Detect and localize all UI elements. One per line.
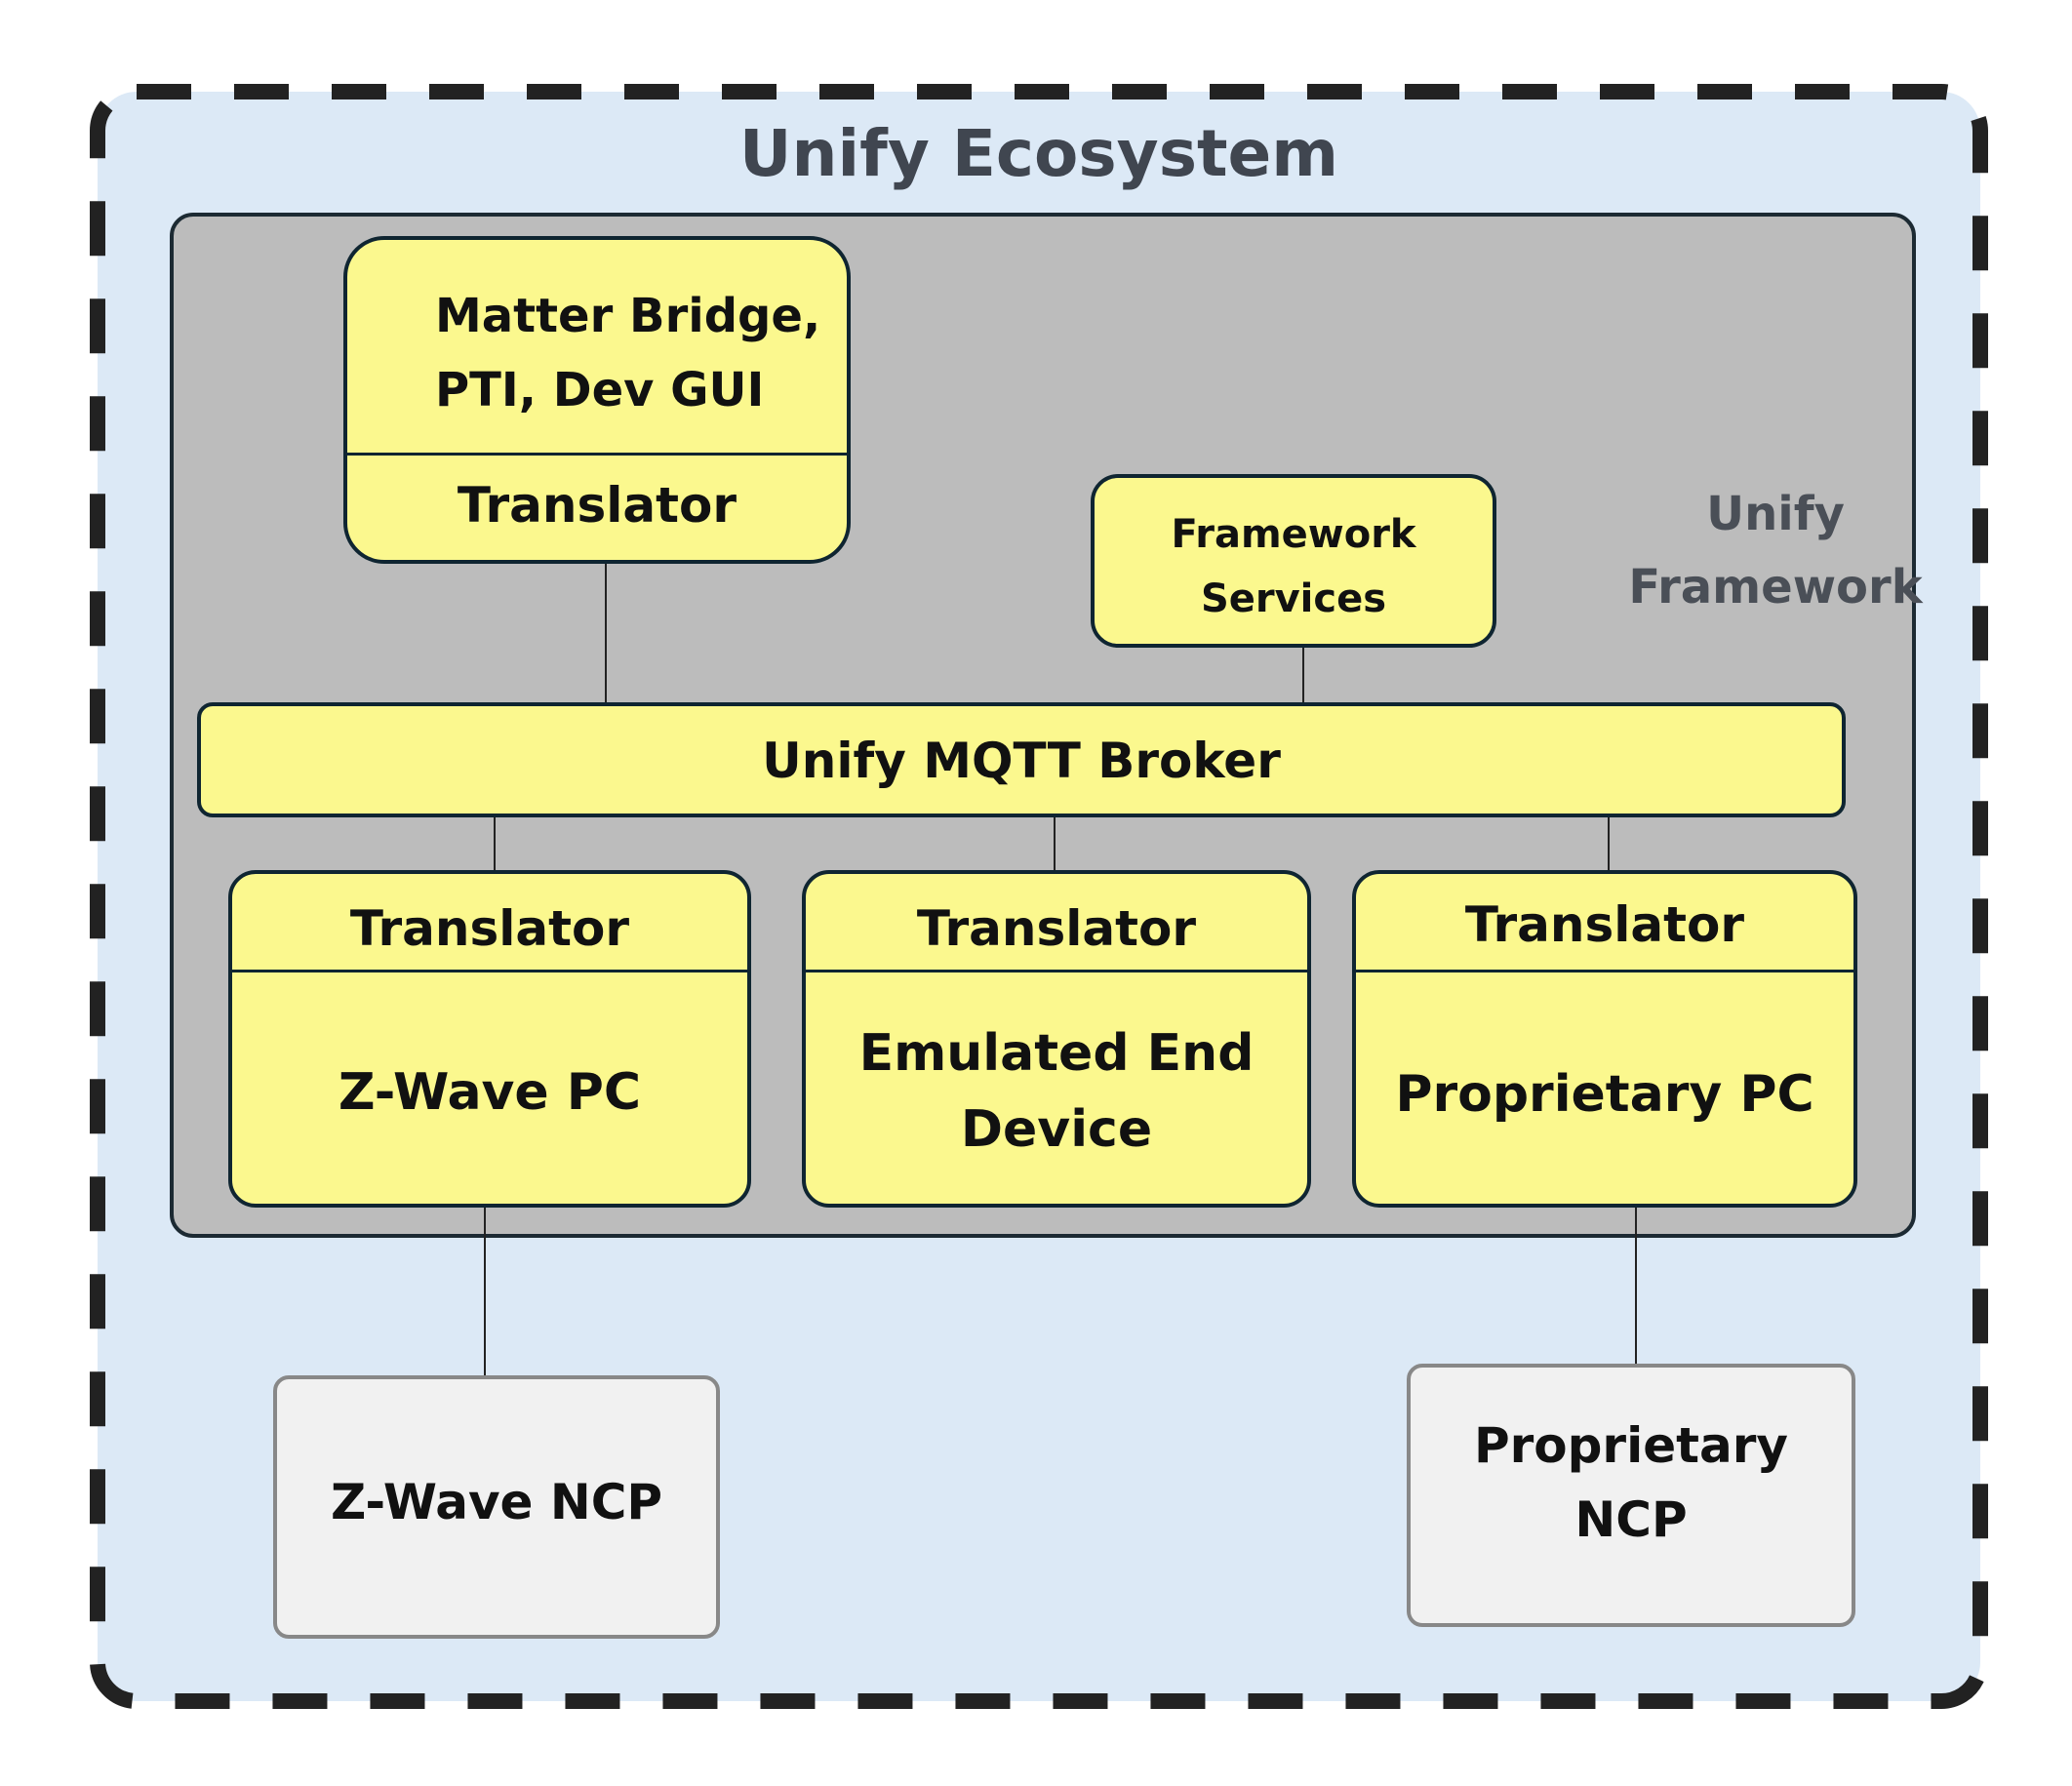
- matter-bridge-divider: [347, 453, 847, 456]
- matter-bridge-translator: Translator: [457, 477, 737, 534]
- framework-services-box: Framework Services: [1091, 474, 1496, 648]
- proprietary-ncp-line1: Proprietary: [1473, 1417, 1789, 1474]
- proprietary-pc-translator: Translator: [1464, 896, 1745, 953]
- mqtt-broker-bar: Unify MQTT Broker: [197, 702, 1846, 817]
- connector-zwave-pc-ncp: [484, 1206, 486, 1377]
- zwave-ncp-box: Z-Wave NCP: [273, 1375, 720, 1639]
- connector-proprietary-pc-ncp: [1635, 1200, 1637, 1366]
- ecosystem-title: Unify Ecosystem: [738, 116, 1339, 191]
- matter-bridge-box: Matter Bridge, PTI, Dev GUI Translator: [343, 236, 851, 564]
- connector-matter-broker: [605, 564, 607, 702]
- emulated-end-device-box: Translator Emulated End Device: [802, 870, 1311, 1208]
- proprietary-pc-divider: [1356, 970, 1853, 972]
- emulated-divider: [806, 970, 1307, 972]
- unify-framework-label: Unify Framework: [1619, 478, 1932, 624]
- connector-broker-zwave-pc: [494, 815, 496, 870]
- connector-services-broker: [1302, 648, 1304, 702]
- zwave-pc-label: Z-Wave PC: [338, 1063, 642, 1122]
- connector-broker-emulated: [1054, 815, 1056, 870]
- zwave-ncp-label: Z-Wave NCP: [330, 1474, 663, 1530]
- framework-services-line1: Framework: [1171, 512, 1416, 557]
- matter-bridge-line2: PTI, Dev GUI: [435, 363, 765, 417]
- zwave-pc-divider: [232, 970, 747, 972]
- emulated-line1: Emulated End: [858, 1024, 1255, 1083]
- emulated-line2: Device: [960, 1100, 1153, 1159]
- framework-label-line2: Framework: [1628, 560, 1923, 615]
- proprietary-pc-box: Translator Proprietary PC: [1352, 870, 1857, 1208]
- proprietary-ncp-box: Proprietary NCP: [1407, 1364, 1855, 1627]
- proprietary-pc-label: Proprietary PC: [1395, 1065, 1814, 1124]
- mqtt-broker-label: Unify MQTT Broker: [762, 733, 1281, 789]
- connector-broker-proprietary-pc: [1608, 815, 1610, 870]
- matter-bridge-line1: Matter Bridge,: [435, 289, 821, 343]
- framework-services-line2: Services: [1200, 576, 1387, 621]
- emulated-translator: Translator: [916, 900, 1197, 957]
- zwave-pc-translator: Translator: [349, 900, 630, 957]
- zwave-pc-box: Translator Z-Wave PC: [228, 870, 751, 1208]
- proprietary-ncp-line2: NCP: [1574, 1491, 1688, 1548]
- framework-label-line1: Unify: [1706, 487, 1845, 541]
